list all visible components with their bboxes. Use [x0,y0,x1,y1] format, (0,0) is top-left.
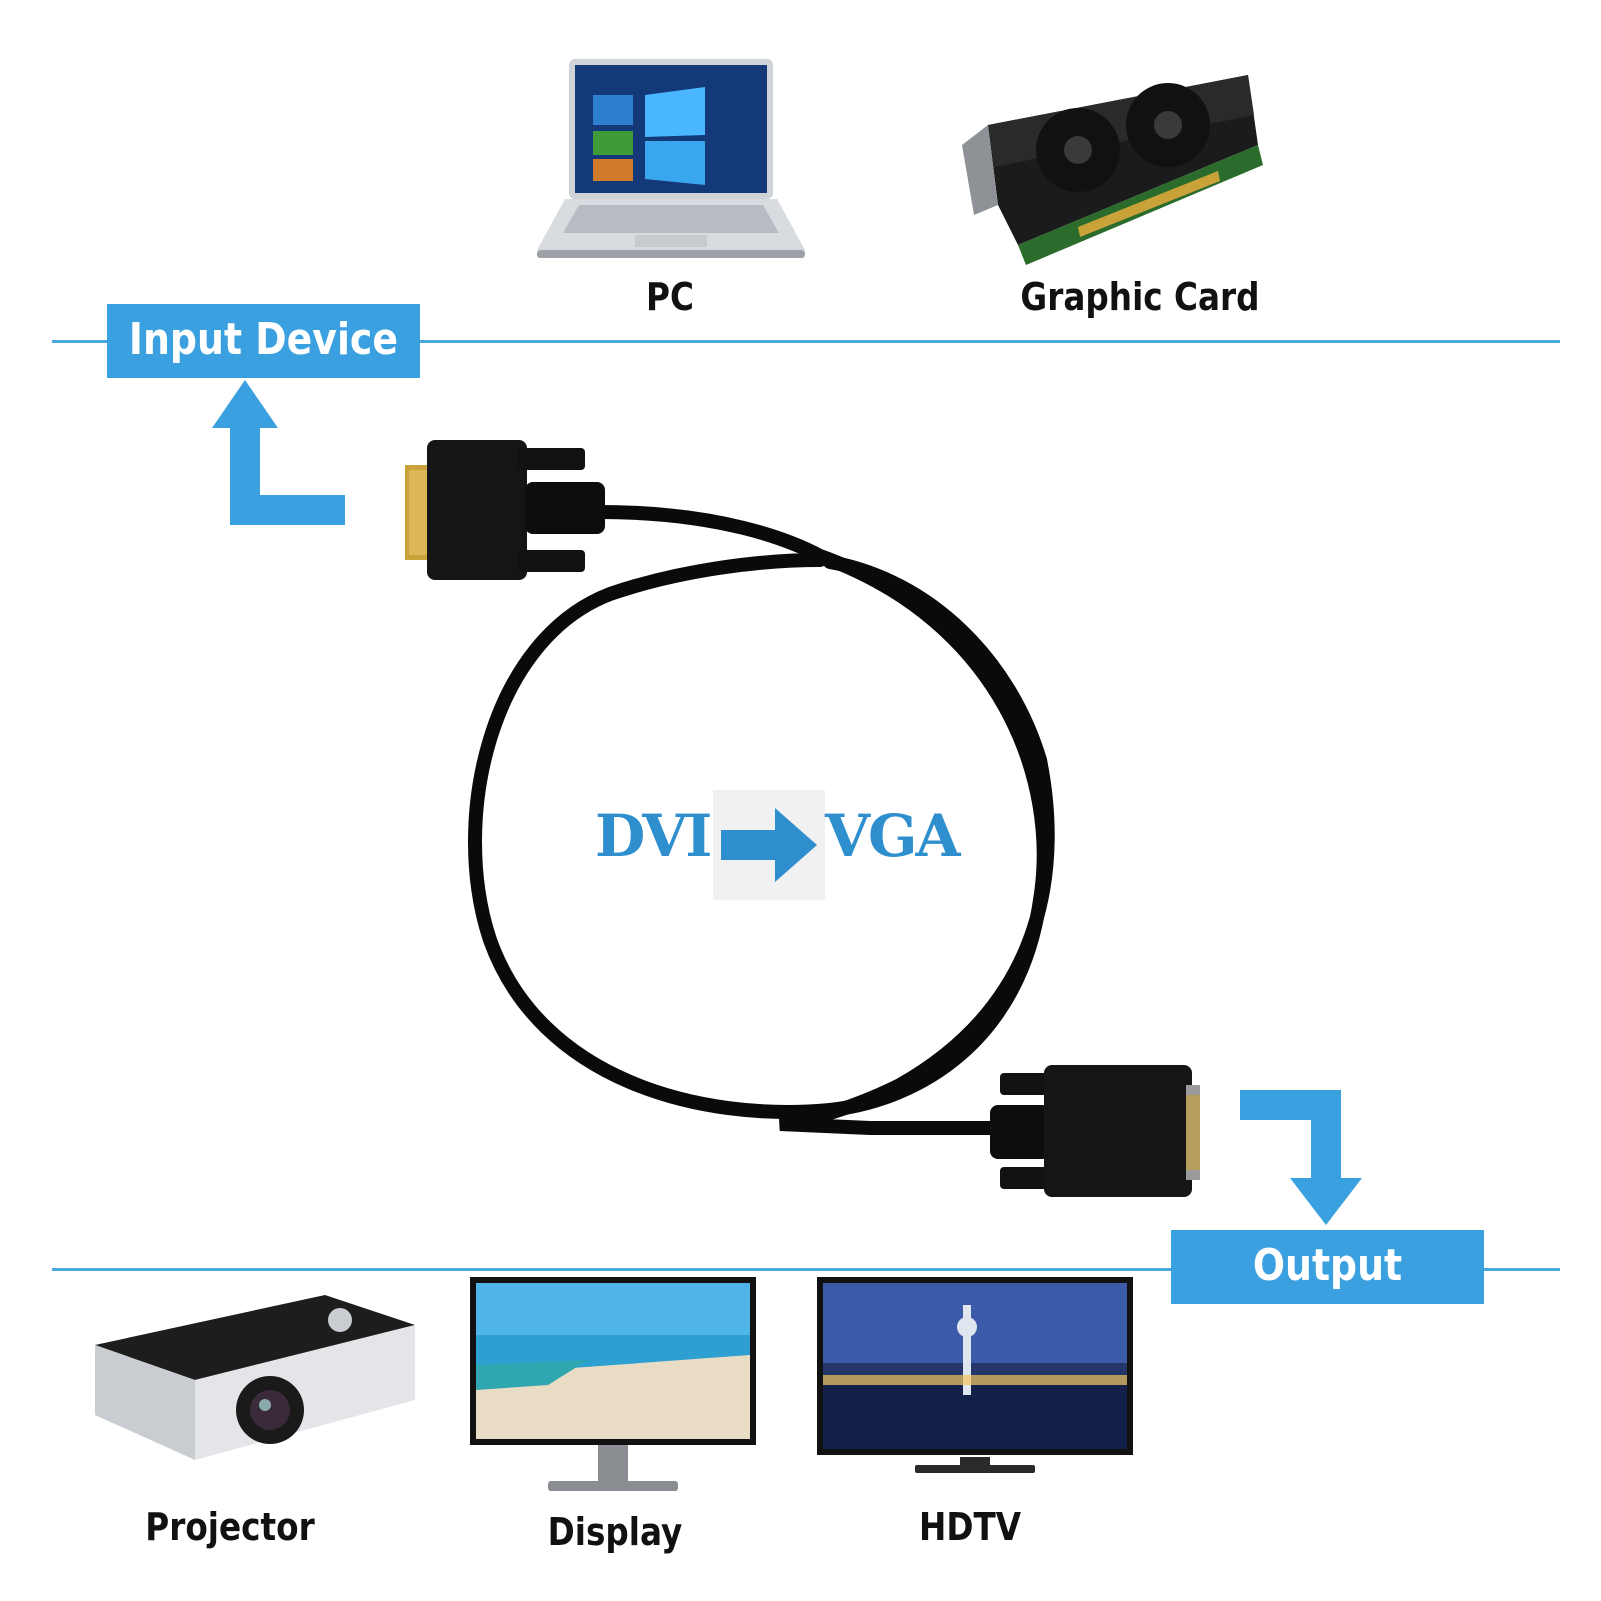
device-label-display: Display [547,1510,683,1554]
conversion-arrow-icon [713,790,825,900]
output-divider-line [52,1268,1560,1271]
vga-connector-icon [990,1065,1200,1197]
tv-icon [817,1277,1133,1473]
device-label-graphic-card: Graphic Card [1020,275,1260,319]
output-device-badge: Output Device [1171,1230,1484,1363]
laptop-icon [537,59,805,258]
output-arrow-icon [1240,1090,1362,1225]
device-label-projector: Projector [145,1505,315,1549]
input-arrow-icon [212,380,345,525]
device-label-pc: PC [646,275,694,319]
monitor-icon [470,1277,756,1491]
graphics-card-icon [962,75,1263,265]
conversion-to-label: VGA [825,802,961,870]
device-label-hdtv: HDTV [918,1505,1022,1549]
dvi-connector-icon [405,440,605,580]
conversion-from-label: DVI [595,802,712,870]
input-divider-line [52,340,1560,343]
conversion-graphic: DVI VGA [595,790,985,900]
projector-icon [95,1295,415,1460]
input-device-badge: Input Device [107,304,420,378]
